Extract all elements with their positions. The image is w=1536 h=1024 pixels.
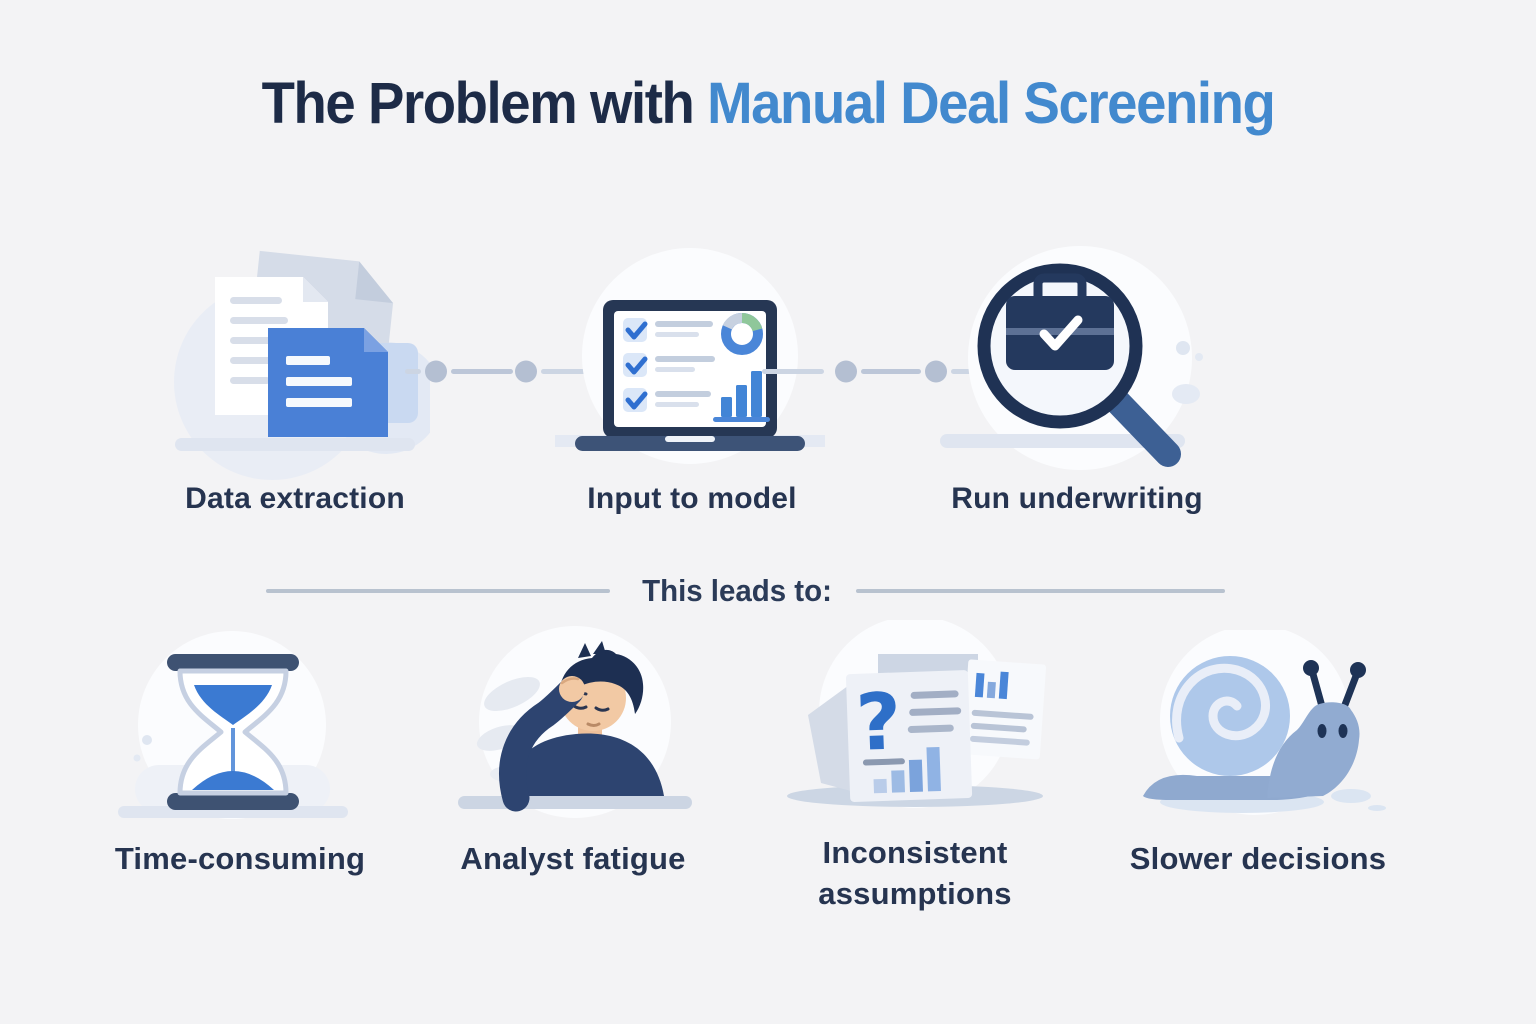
title-prefix: The Problem with: [261, 71, 708, 136]
divider-label: This leads to:: [642, 573, 832, 608]
fatigued-analyst-icon: [450, 626, 700, 838]
question-mark-documents-icon: ?: [780, 620, 1050, 830]
divider-line-right: [856, 589, 1225, 593]
magnifying-glass-briefcase-icon: [940, 238, 1210, 488]
title-highlight: Manual Deal Screening: [707, 71, 1276, 136]
hourglass-icon: [110, 630, 365, 840]
consequence-label-slower-decisions: Slower decisions: [1129, 841, 1387, 876]
consequence-label-inconsistent-assumptions: Inconsistent assumptions: [818, 835, 1012, 911]
consequence-label-analyst-fatigue: Analyst fatigue: [460, 841, 686, 876]
snail-icon: [1127, 630, 1387, 830]
documents-icon: [160, 240, 430, 485]
step-label-data-extraction: Data extraction: [185, 482, 405, 515]
page-title: The Problem with Manual Deal Screening: [46, 70, 1490, 137]
laptop-checklist-icon: [555, 238, 825, 483]
connector-dots-line-2: [762, 360, 1001, 383]
consequence-label-time-consuming: Time-consuming: [114, 841, 366, 876]
step-label-input-to-model: Input to model: [587, 482, 797, 515]
divider-line-left: [266, 589, 610, 593]
step-label-run-underwriting: Run underwriting: [951, 482, 1203, 515]
svg-text:?: ?: [854, 677, 902, 769]
